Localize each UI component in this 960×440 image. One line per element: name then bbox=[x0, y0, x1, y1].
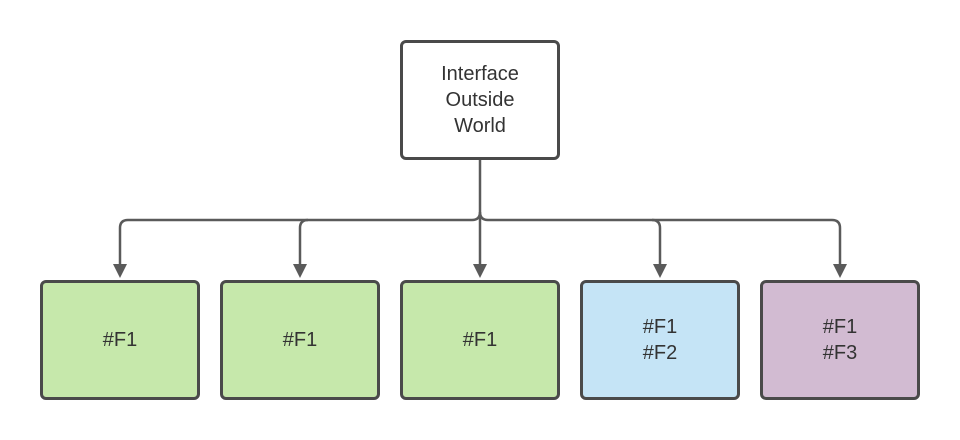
arrowhead-3 bbox=[473, 264, 487, 278]
child-node-2[interactable]: #F1 bbox=[220, 280, 380, 400]
child-4-line-1: #F1 bbox=[642, 316, 678, 338]
child-node-4[interactable]: #F1 #F2 bbox=[580, 280, 740, 400]
child-node-3[interactable]: #F1 bbox=[400, 280, 560, 400]
child-5-line-2: #F3 bbox=[822, 342, 858, 364]
root-line-3: World bbox=[454, 115, 506, 137]
child-3-line-1: #F1 bbox=[462, 329, 498, 351]
arrowhead-4 bbox=[653, 264, 667, 278]
connector-branch-4 bbox=[651, 218, 662, 268]
arrowhead-2 bbox=[293, 264, 307, 278]
child-2-line-1: #F1 bbox=[282, 329, 318, 351]
child-node-5[interactable]: #F1 #F3 bbox=[760, 280, 920, 400]
root-line-1: Interface bbox=[441, 63, 519, 85]
child-4-line-2: #F2 bbox=[642, 342, 678, 364]
connector-branch-5 bbox=[831, 218, 842, 268]
child-node-1[interactable]: #F1 bbox=[40, 280, 200, 400]
arrowhead-1 bbox=[113, 264, 127, 278]
arrowhead-5 bbox=[833, 264, 847, 278]
child-1-line-1: #F1 bbox=[102, 329, 138, 351]
child-5-line-1: #F1 bbox=[822, 316, 858, 338]
root-node-interface-outside-world[interactable]: Interface Outside World bbox=[400, 40, 560, 160]
root-line-2: Outside bbox=[445, 89, 515, 111]
connector-branch-2 bbox=[298, 218, 309, 268]
connector-branch-1 bbox=[118, 218, 129, 268]
